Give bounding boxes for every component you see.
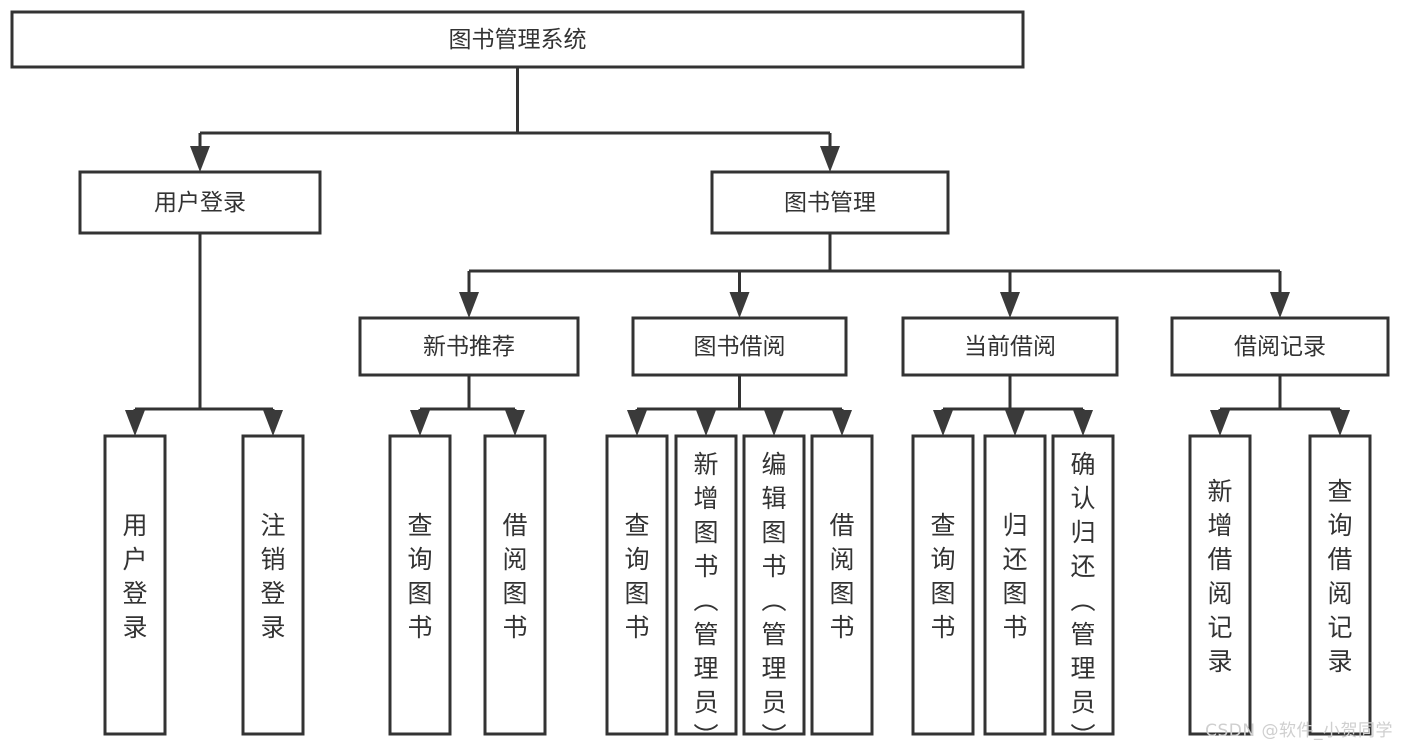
node-leaf-return-book[interactable]: 归还图书 — [983, 434, 1047, 736]
arrow-head-icon — [832, 410, 852, 436]
arrow-head-icon — [1000, 292, 1020, 318]
arrow-head-icon — [190, 146, 210, 172]
connector-group-root — [190, 67, 840, 172]
arrow-head-icon — [627, 410, 647, 436]
node-label: 归还图书 — [1002, 511, 1027, 642]
node-label: 借阅图书 — [829, 511, 854, 642]
node-leaf-query-book-borrow[interactable]: 查询图书 — [605, 434, 669, 736]
node-new-book-recommend[interactable]: 新书推荐 — [358, 316, 580, 377]
arrow-head-icon — [410, 410, 430, 436]
arrow-head-icon — [1005, 410, 1025, 436]
arrow-head-icon — [933, 410, 953, 436]
node-leaf-confirm-return-admin[interactable]: 确认归还︵管理员︶ — [1051, 434, 1115, 747]
node-root[interactable]: 图书管理系统 — [10, 10, 1025, 69]
arrow-head-icon — [125, 410, 145, 436]
node-leaf-borrow-book-rec[interactable]: 借阅图书 — [483, 434, 547, 736]
node-label: 确认归还︵管理员︶ — [1070, 450, 1095, 747]
arrow-head-icon — [1073, 410, 1093, 436]
node-leaf-user-login[interactable]: 用户登录 — [103, 434, 167, 736]
node-box — [631, 316, 848, 377]
connector-group-book-manage — [459, 233, 1290, 318]
node-current-borrow[interactable]: 当前借阅 — [901, 316, 1119, 377]
node-box — [1188, 434, 1252, 736]
node-label: 新增借阅记录 — [1207, 477, 1232, 676]
node-leaf-query-book-current[interactable]: 查询图书 — [911, 434, 975, 736]
arrow-head-icon — [1210, 410, 1230, 436]
node-leaf-add-borrow-record[interactable]: 新增借阅记录 — [1188, 434, 1252, 736]
node-box — [1308, 434, 1372, 736]
arrow-head-icon — [505, 410, 525, 436]
node-box — [388, 434, 452, 736]
node-label: 用户登录 — [154, 190, 246, 216]
node-box — [241, 434, 305, 736]
node-label: 查询图书 — [407, 511, 432, 642]
node-label: 编辑图书︵管理员︶ — [761, 450, 786, 747]
connector-group-new-book-recommend — [410, 375, 525, 436]
node-leaf-query-book-rec[interactable]: 查询图书 — [388, 434, 452, 736]
node-label: 用户登录 — [122, 511, 147, 642]
node-label: 查询借阅记录 — [1327, 477, 1352, 676]
watermark-label: CSDN @软件_小贺同学 — [1205, 721, 1393, 741]
node-leaf-edit-book-admin[interactable]: 编辑图书︵管理员︶ — [742, 434, 806, 747]
arrow-head-icon — [459, 292, 479, 318]
node-label: 新增图书︵管理员︶ — [693, 450, 718, 747]
arrow-head-icon — [1330, 410, 1350, 436]
node-leaf-user-logout[interactable]: 注销登录 — [241, 434, 305, 736]
node-label: 图书管理系统 — [449, 27, 587, 53]
arrow-head-icon — [764, 410, 784, 436]
node-label: 借阅图书 — [502, 511, 527, 642]
node-box — [1170, 316, 1390, 377]
node-box — [810, 434, 874, 736]
connector-group-current-borrow — [933, 375, 1093, 436]
connector-group-book-borrow — [627, 375, 852, 436]
node-leaf-query-borrow-record[interactable]: 查询借阅记录 — [1308, 434, 1372, 736]
node-box — [10, 10, 1025, 69]
node-box — [911, 434, 975, 736]
node-box — [103, 434, 167, 736]
node-label: 图书管理 — [784, 190, 876, 216]
connector-group-borrow-record — [1210, 375, 1350, 436]
arrow-head-icon — [263, 410, 283, 436]
connector-layer — [125, 67, 1350, 436]
node-label: 查询图书 — [624, 511, 649, 642]
node-box — [710, 170, 950, 235]
node-label: 图书借阅 — [694, 334, 786, 360]
node-layer: 图书管理系统用户登录图书管理新书推荐图书借阅当前借阅借阅记录用户登录注销登录查询… — [10, 10, 1390, 747]
node-leaf-borrow-book[interactable]: 借阅图书 — [810, 434, 874, 736]
arrow-head-icon — [729, 292, 750, 318]
node-box — [901, 316, 1119, 377]
node-label: 新书推荐 — [423, 334, 515, 360]
node-box — [983, 434, 1047, 736]
node-label: 借阅记录 — [1234, 334, 1326, 360]
node-box — [605, 434, 669, 736]
node-box — [674, 434, 738, 736]
arrow-head-icon — [696, 410, 716, 436]
node-box — [1051, 434, 1115, 736]
node-box — [358, 316, 580, 377]
node-book-borrow[interactable]: 图书借阅 — [631, 316, 848, 377]
node-book-manage[interactable]: 图书管理 — [710, 170, 950, 235]
node-borrow-record[interactable]: 借阅记录 — [1170, 316, 1390, 377]
node-box — [742, 434, 806, 736]
arrow-head-icon — [820, 146, 840, 172]
node-box — [483, 434, 547, 736]
node-label: 查询图书 — [930, 511, 955, 642]
connector-group-user-login — [125, 233, 283, 436]
node-label: 注销登录 — [260, 511, 285, 642]
node-box — [78, 170, 322, 235]
node-label: 当前借阅 — [964, 334, 1056, 360]
node-leaf-add-book-admin[interactable]: 新增图书︵管理员︶ — [674, 434, 738, 747]
node-user-login[interactable]: 用户登录 — [78, 170, 322, 235]
arrow-head-icon — [1270, 292, 1290, 318]
